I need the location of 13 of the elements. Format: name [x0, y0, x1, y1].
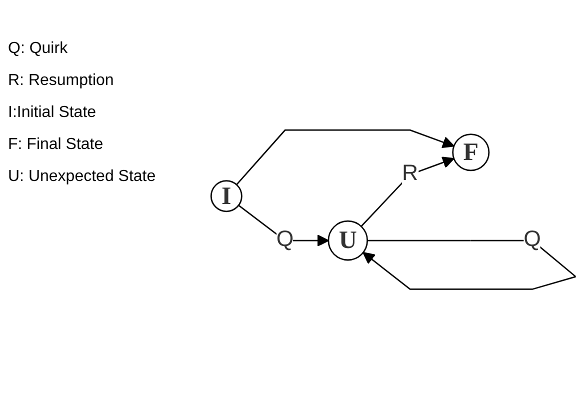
- note-text: U: Unexpected State: [8, 168, 157, 186]
- edge-label: Q: [524, 228, 541, 252]
- note-text: Q: Quirk: [8, 40, 69, 58]
- node-circle: F: [452, 133, 490, 171]
- arrow: [360, 156, 454, 227]
- edge-label: Q: [276, 228, 294, 252]
- note-text: R: Resumption: [8, 72, 115, 90]
- edge-label: R: [402, 162, 418, 186]
- arrow: [236, 129, 454, 185]
- note-text: F: Final State: [8, 136, 104, 154]
- note-text: I:Initial State: [8, 104, 98, 122]
- node-circle: I: [210, 180, 242, 212]
- node-circle: U: [328, 220, 368, 261]
